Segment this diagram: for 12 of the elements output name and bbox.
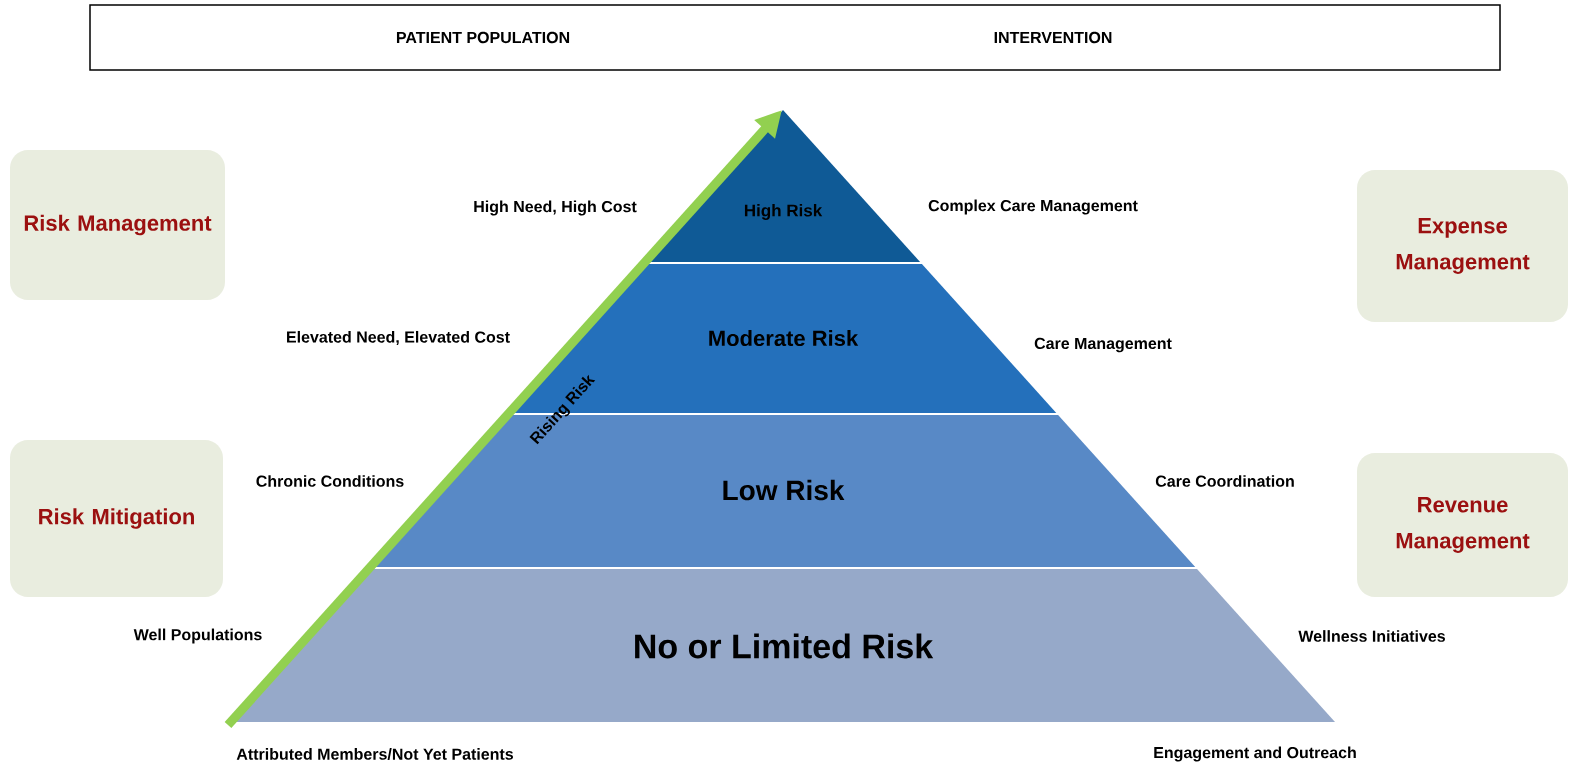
side-label: Attributed Members/Not Yet Patients <box>236 748 513 760</box>
category-box: Expense Management <box>1357 170 1568 322</box>
side-label: Engagement and Outreach <box>1154 746 1356 762</box>
side-label: Care Management <box>1034 337 1172 353</box>
side-label: High Need, High Cost <box>474 200 637 216</box>
header-box: PATIENT POPULATION INTERVENTION <box>89 4 1501 71</box>
category-box: Risk Management <box>10 150 225 300</box>
category-box: Revenue Management <box>1357 453 1568 597</box>
side-label: Chronic Conditions <box>256 475 404 487</box>
side-label: Care Coordination <box>1155 475 1294 487</box>
pyramid-tier: High Risk <box>646 110 921 262</box>
category-box: Risk Mitigation <box>10 440 223 597</box>
